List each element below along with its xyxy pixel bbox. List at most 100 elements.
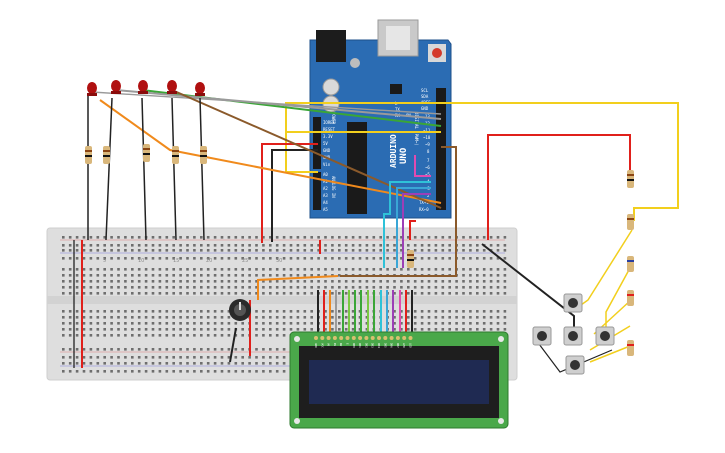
- breadboard-hole[interactable]: [331, 316, 334, 319]
- breadboard-hole[interactable]: [393, 236, 396, 239]
- breadboard-hole[interactable]: [234, 280, 238, 283]
- breadboard-hole[interactable]: [75, 292, 79, 295]
- breadboard-hole[interactable]: [96, 280, 100, 283]
- wire-orange[interactable]: [257, 275, 339, 300]
- breadboard-hole[interactable]: [206, 236, 210, 239]
- breadboard-hole[interactable]: [144, 244, 148, 247]
- breadboard-hole[interactable]: [476, 244, 479, 247]
- breadboard-hole[interactable]: [186, 328, 189, 331]
- breadboard-hole[interactable]: [372, 244, 376, 247]
- breadboard-hole[interactable]: [469, 292, 472, 295]
- breadboard-hole[interactable]: [151, 328, 155, 331]
- breadboard-hole[interactable]: [386, 268, 389, 271]
- breadboard-hole[interactable]: [324, 249, 327, 252]
- breadboard-hole[interactable]: [351, 268, 355, 271]
- lcd-pin[interactable]: [383, 336, 388, 340]
- breadboard-hole[interactable]: [103, 274, 106, 277]
- lcd-pin[interactable]: [389, 336, 394, 340]
- breadboard-hole[interactable]: [269, 244, 272, 247]
- breadboard-hole[interactable]: [420, 257, 424, 260]
- breadboard-hole[interactable]: [117, 249, 120, 252]
- breadboard-hole[interactable]: [220, 362, 224, 365]
- breadboard-hole[interactable]: [413, 322, 417, 325]
- lcd-pin[interactable]: [332, 336, 337, 340]
- breadboard-hole[interactable]: [476, 268, 479, 271]
- breadboard-hole[interactable]: [172, 249, 175, 252]
- breadboard-hole[interactable]: [338, 310, 341, 313]
- breadboard-hole[interactable]: [241, 257, 244, 260]
- breadboard-hole[interactable]: [344, 257, 348, 260]
- breadboard-hole[interactable]: [103, 236, 106, 239]
- breadboard-hole[interactable]: [303, 244, 307, 247]
- breadboard-hole[interactable]: [82, 362, 86, 365]
- breadboard-hole[interactable]: [434, 316, 438, 319]
- breadboard-hole[interactable]: [448, 310, 451, 313]
- breadboard-hole[interactable]: [172, 280, 175, 283]
- breadboard-hole[interactable]: [469, 268, 472, 271]
- breadboard-hole[interactable]: [179, 280, 182, 283]
- breadboard-hole[interactable]: [227, 310, 231, 313]
- breadboard-hole[interactable]: [275, 356, 279, 359]
- breadboard-hole[interactable]: [365, 280, 369, 283]
- breadboard-hole[interactable]: [496, 257, 500, 260]
- breadboard-hole[interactable]: [365, 244, 369, 247]
- breadboard-hole[interactable]: [82, 292, 86, 295]
- breadboard-hole[interactable]: [282, 356, 286, 359]
- wire-pink[interactable]: [414, 155, 431, 177]
- breadboard-hole[interactable]: [462, 280, 465, 283]
- breadboard-hole[interactable]: [269, 362, 272, 365]
- breadboard-hole[interactable]: [151, 310, 155, 313]
- breadboard-hole[interactable]: [310, 257, 313, 260]
- breadboard-hole[interactable]: [172, 370, 175, 373]
- breadboard-hole[interactable]: [117, 370, 120, 373]
- breadboard-hole[interactable]: [96, 274, 100, 277]
- breadboard-hole[interactable]: [393, 249, 396, 252]
- breadboard-hole[interactable]: [338, 249, 341, 252]
- breadboard-hole[interactable]: [110, 356, 113, 359]
- breadboard-hole[interactable]: [462, 274, 465, 277]
- breadboard-hole[interactable]: [220, 274, 224, 277]
- breadboard-hole[interactable]: [420, 316, 424, 319]
- breadboard-hole[interactable]: [227, 328, 231, 331]
- breadboard-hole[interactable]: [372, 286, 376, 289]
- red-led[interactable]: [167, 80, 177, 94]
- breadboard-hole[interactable]: [186, 322, 189, 325]
- breadboard-hole[interactable]: [324, 286, 327, 289]
- breadboard-hole[interactable]: [393, 292, 396, 295]
- breadboard-hole[interactable]: [400, 280, 403, 283]
- breadboard-hole[interactable]: [158, 280, 162, 283]
- breadboard-hole[interactable]: [186, 244, 189, 247]
- breadboard-hole[interactable]: [358, 249, 362, 252]
- breadboard-hole[interactable]: [282, 286, 286, 289]
- breadboard-hole[interactable]: [75, 370, 79, 373]
- wire-black[interactable]: [271, 149, 318, 242]
- breadboard-hole[interactable]: [296, 268, 300, 271]
- breadboard-hole[interactable]: [200, 348, 203, 351]
- breadboard-hole[interactable]: [358, 268, 362, 271]
- breadboard-hole[interactable]: [200, 328, 203, 331]
- breadboard-hole[interactable]: [117, 244, 120, 247]
- breadboard-hole[interactable]: [179, 268, 182, 271]
- breadboard-hole[interactable]: [289, 244, 293, 247]
- breadboard-hole[interactable]: [227, 316, 231, 319]
- breadboard-hole[interactable]: [482, 322, 486, 325]
- breadboard-hole[interactable]: [137, 356, 141, 359]
- breadboard-hole[interactable]: [186, 362, 189, 365]
- breadboard-hole[interactable]: [206, 292, 210, 295]
- breadboard-hole[interactable]: [179, 249, 182, 252]
- breadboard-hole[interactable]: [344, 328, 348, 331]
- breadboard-hole[interactable]: [282, 322, 286, 325]
- breadboard-hole[interactable]: [427, 249, 431, 252]
- breadboard-hole[interactable]: [124, 356, 127, 359]
- breadboard-hole[interactable]: [193, 244, 196, 247]
- breadboard-hole[interactable]: [303, 292, 307, 295]
- breadboard-hole[interactable]: [158, 249, 162, 252]
- breadboard-hole[interactable]: [469, 244, 472, 247]
- breadboard-hole[interactable]: [434, 310, 438, 313]
- breadboard-hole[interactable]: [75, 274, 79, 277]
- breadboard-hole[interactable]: [441, 268, 445, 271]
- breadboard-hole[interactable]: [400, 249, 403, 252]
- breadboard-hole[interactable]: [275, 249, 279, 252]
- breadboard-hole[interactable]: [68, 362, 72, 365]
